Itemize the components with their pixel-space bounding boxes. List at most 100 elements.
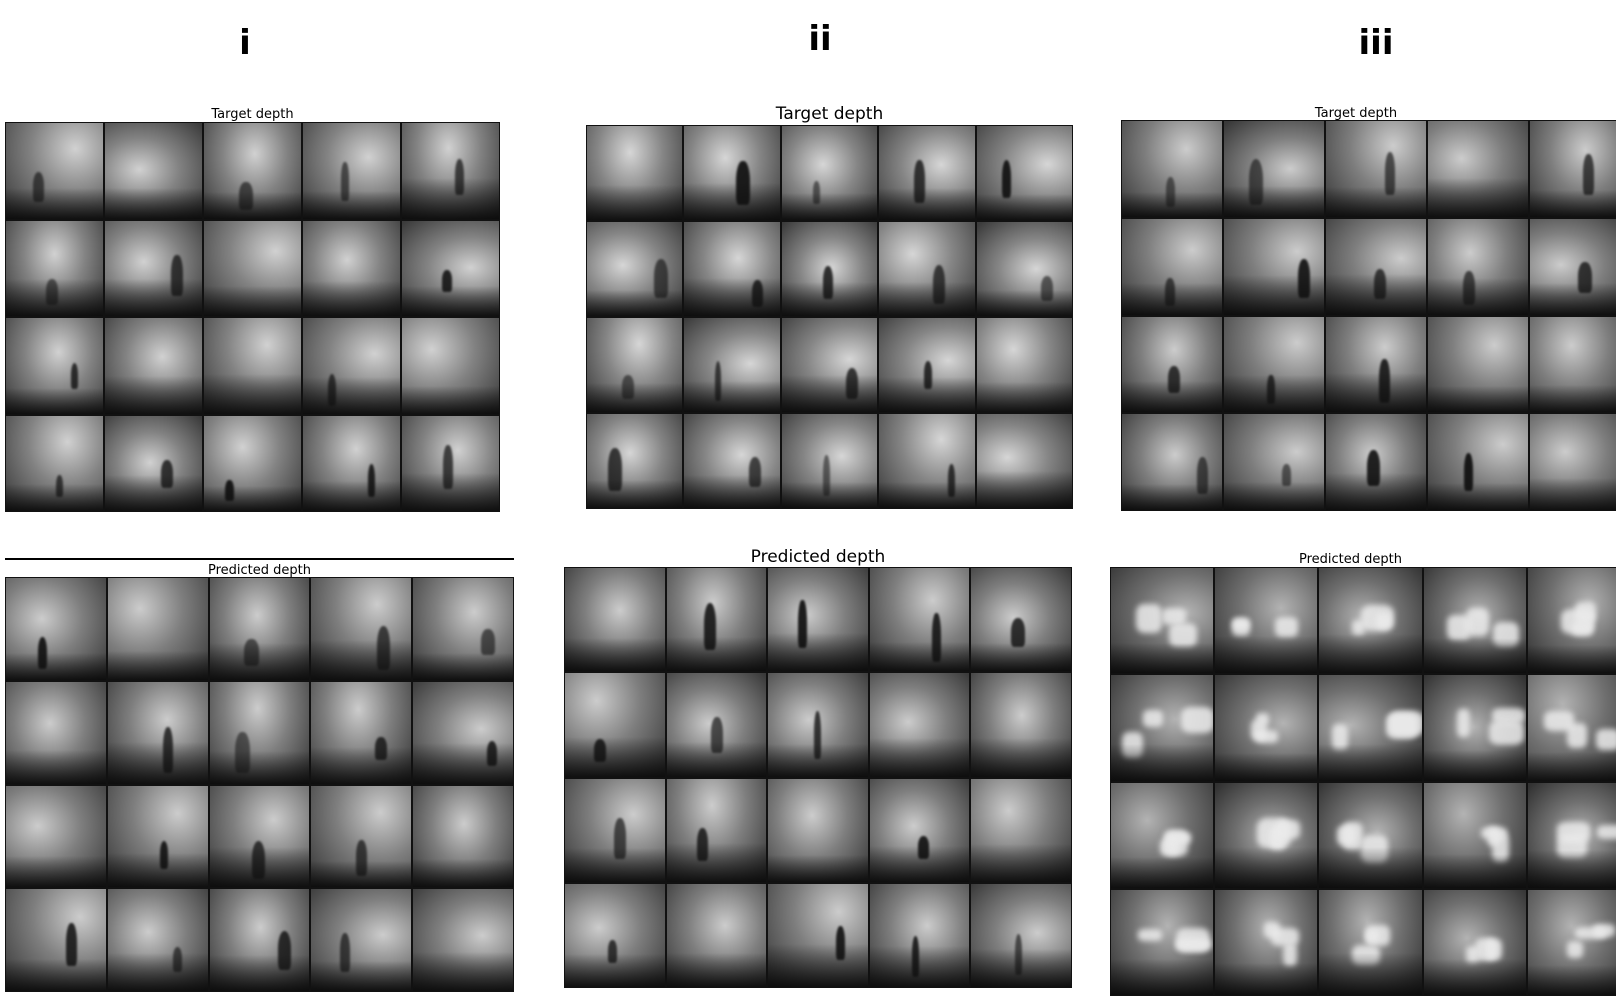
floor-shadow	[1527, 965, 1616, 995]
depth-thumbnail	[565, 778, 665, 882]
depth-thumbnail	[413, 889, 513, 991]
person-silhouette	[46, 278, 59, 306]
depth-thumbnail	[311, 785, 412, 888]
depth-thumbnail	[105, 415, 202, 511]
depth-thumbnail	[1111, 889, 1214, 995]
floor-shadow	[6, 187, 103, 219]
floor-shadow	[1530, 282, 1616, 315]
floor-shadow	[105, 278, 202, 316]
depth-thumbnail	[1122, 218, 1222, 315]
person-silhouette	[1014, 934, 1022, 975]
floor-shadow	[1319, 634, 1422, 674]
depth-thumbnail	[303, 318, 400, 414]
panel-title: Predicted depth	[1299, 552, 1402, 567]
image-grid	[586, 125, 1073, 509]
floor-shadow	[402, 178, 499, 219]
person-silhouette	[243, 639, 259, 667]
depth-blob	[1465, 608, 1490, 637]
person-silhouette	[1168, 365, 1180, 394]
floor-shadow	[587, 383, 683, 412]
floor-shadow	[1428, 278, 1528, 315]
depth-thumbnail	[684, 318, 780, 412]
person-silhouette	[442, 270, 453, 293]
depth-blob	[1275, 617, 1298, 638]
depth-thumbnail	[1428, 218, 1528, 315]
depth-thumbnail	[684, 414, 780, 508]
floor-shadow	[971, 642, 1071, 672]
floor-shadow	[413, 652, 513, 680]
floor-shadow	[869, 946, 970, 987]
depth-thumbnail	[1215, 675, 1318, 781]
floor-shadow	[1527, 850, 1616, 888]
floor-shadow	[1224, 185, 1324, 217]
depth-thumbnail	[666, 883, 767, 987]
person-silhouette	[66, 922, 78, 966]
depth-blob	[1557, 822, 1590, 843]
panel-ii-predicted: Predicted depth	[564, 547, 1072, 988]
depth-thumbnail	[1530, 121, 1616, 217]
depth-thumbnail	[6, 889, 106, 991]
depth-thumbnail	[107, 889, 208, 991]
person-silhouette	[341, 161, 349, 201]
depth-thumbnail	[879, 318, 975, 412]
person-silhouette	[912, 935, 920, 977]
person-silhouette	[225, 479, 234, 502]
person-silhouette	[835, 926, 845, 961]
floor-shadow	[105, 376, 202, 414]
floor-shadow	[684, 380, 780, 412]
depth-blob	[1465, 946, 1480, 963]
depth-thumbnail	[1428, 316, 1528, 413]
depth-blob	[1457, 709, 1470, 737]
floor-shadow	[1111, 643, 1214, 674]
depth-blob	[1575, 927, 1607, 940]
person-silhouette	[932, 612, 942, 662]
floor-shadow	[1326, 372, 1426, 413]
depth-thumbnail	[1215, 568, 1318, 674]
floor-shadow	[6, 749, 106, 784]
depth-blob	[1162, 608, 1187, 626]
floor-shadow	[6, 958, 106, 991]
person-silhouette	[1366, 449, 1380, 486]
depth-thumbnail	[1319, 675, 1422, 781]
person-silhouette	[947, 464, 956, 497]
depth-blob	[1544, 710, 1575, 731]
depth-thumbnail	[413, 681, 513, 784]
depth-thumbnail	[303, 123, 400, 219]
depth-thumbnail	[1326, 218, 1426, 315]
depth-blob	[1233, 618, 1250, 631]
floor-shadow	[971, 738, 1071, 777]
depth-thumbnail	[1423, 675, 1526, 781]
depth-blob	[1595, 729, 1616, 750]
depth-thumbnail	[6, 123, 103, 219]
depth-thumbnail	[666, 778, 767, 882]
depth-blob	[1597, 824, 1616, 839]
floor-shadow	[1111, 743, 1214, 781]
depth-thumbnail	[587, 126, 683, 220]
floor-shadow	[107, 853, 208, 888]
panel-title: Target depth	[1314, 106, 1398, 121]
person-silhouette	[277, 930, 292, 970]
person-silhouette	[917, 835, 929, 860]
depth-thumbnail	[781, 126, 878, 220]
depth-blob	[1176, 937, 1211, 951]
depth-thumbnail	[587, 318, 683, 412]
depth-thumbnail	[209, 578, 310, 680]
depth-thumbnail	[1111, 568, 1214, 674]
depth-thumbnail	[1111, 675, 1214, 781]
depth-blob	[1486, 826, 1501, 847]
depth-thumbnail	[869, 883, 970, 987]
depth-thumbnail	[971, 568, 1071, 672]
floor-shadow	[869, 738, 970, 777]
floor-shadow	[204, 286, 301, 316]
floor-shadow	[311, 961, 412, 991]
floor-shadow	[1423, 750, 1526, 781]
depth-thumbnail	[976, 222, 1072, 316]
person-silhouette	[159, 841, 169, 869]
depth-thumbnail	[1423, 782, 1526, 888]
depth-thumbnail	[976, 318, 1072, 412]
person-silhouette	[172, 947, 182, 973]
person-silhouette	[481, 629, 495, 656]
depth-thumbnail	[204, 220, 301, 316]
depth-blob	[1271, 927, 1300, 946]
floor-shadow	[1530, 189, 1616, 217]
